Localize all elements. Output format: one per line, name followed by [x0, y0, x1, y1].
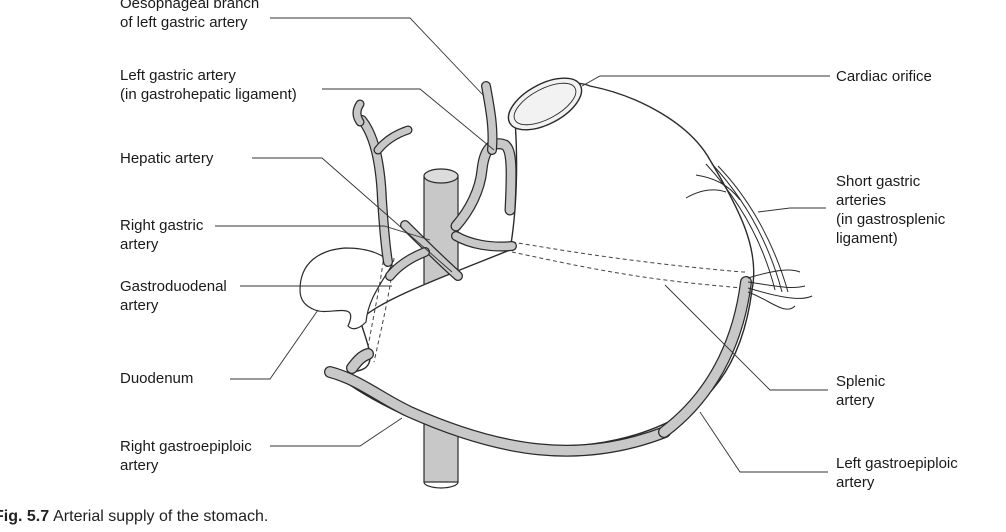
label-splenic-artery: Splenic artery — [836, 373, 886, 409]
stomach-outline — [349, 82, 755, 448]
leader-left-gastroepiploic — [699, 411, 828, 473]
leader-right-gastroepiploic — [270, 417, 403, 447]
label-hepatic-artery: Hepatic artery — [120, 150, 214, 167]
label-oesophageal-branch: Oesophageal branch of left gastric arter… — [120, 0, 260, 31]
label-left-gastric-artery: Left gastric artery (in gastrohepatic li… — [120, 67, 297, 103]
cardiac-orifice — [507, 77, 583, 131]
leader-short-gastric — [757, 207, 826, 213]
label-left-gastroepiploic-artery: Left gastroepiploic artery — [836, 455, 958, 491]
leader-oesophageal — [270, 17, 485, 97]
splenic-branches — [747, 269, 813, 310]
leader-left-gastric — [322, 88, 495, 151]
short-gastric-arteries — [685, 163, 789, 293]
figure-number: Fig. 5.7 — [0, 508, 50, 525]
label-right-gastroepiploic-artery: Right gastroepiploic artery — [120, 438, 252, 474]
label-right-gastric-artery: Right gastric artery — [120, 217, 204, 253]
leader-right-gastric — [215, 225, 431, 241]
figure-caption-text: Arterial supply of the stomach. — [53, 508, 269, 525]
label-short-gastric-arteries: Short gastric arteries (in gastrosplenic… — [836, 173, 946, 247]
leader-splenic — [664, 284, 828, 391]
label-cardiac-orifice: Cardiac orifice — [836, 68, 932, 85]
leader-hepatic — [252, 157, 453, 273]
leader-cardiac — [581, 75, 830, 87]
label-duodenum: Duodenum — [120, 370, 194, 387]
leader-lines — [215, 17, 830, 473]
label-gastroduodenal-artery: Gastroduodenal artery — [120, 278, 227, 314]
leader-duodenum — [230, 309, 319, 380]
duodenum-outline — [299, 247, 393, 330]
